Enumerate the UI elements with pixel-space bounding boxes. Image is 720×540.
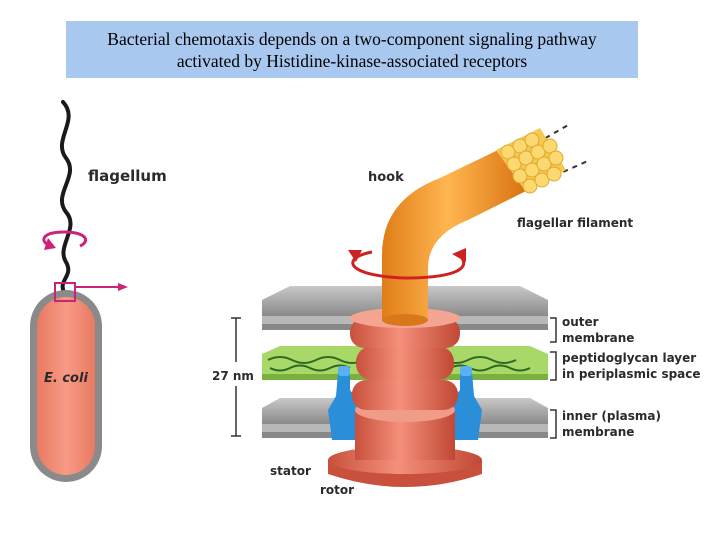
outer-membrane-label-2: membrane — [562, 331, 634, 345]
inner-membrane-label-1: inner (plasma) — [562, 409, 661, 423]
hook-label: hook — [368, 170, 404, 185]
stator-label: stator — [270, 464, 311, 478]
hook-rotation-arrow — [348, 248, 466, 280]
scale-bar — [231, 317, 241, 437]
motor-highlight-box — [54, 282, 76, 302]
scale-label: 27 nm — [212, 369, 254, 383]
rotor-label: rotor — [320, 483, 354, 497]
rotor — [328, 308, 482, 487]
label-brackets — [550, 317, 557, 439]
flagellar-filament — [496, 128, 566, 194]
inner-membrane-label-2: membrane — [562, 425, 634, 439]
ecoli-cell-group — [30, 100, 128, 482]
filament-dashed-top — [527, 123, 571, 149]
pointer-arrow-head — [118, 283, 128, 291]
flagellum-rotation-arrow — [42, 230, 87, 250]
filament-dashed-bottom — [544, 159, 591, 181]
peptidoglycan-label-2: in periplasmic space — [562, 367, 701, 381]
motor-group — [231, 123, 591, 487]
title-line-1: Bacterial chemotaxis depends on a two-co… — [107, 28, 597, 49]
cell-body — [37, 297, 95, 475]
stator-units — [328, 366, 482, 440]
flagellum-line — [59, 100, 73, 294]
title-line-2: activated by Histidine-kinase-associated… — [176, 50, 528, 71]
flagellum-label: flagellum — [88, 167, 167, 185]
outer-membrane-label-1: outer — [562, 315, 599, 329]
ecoli-label: E. coli — [44, 371, 88, 386]
flagellar-filament-label: flagellar filament — [517, 216, 633, 230]
peptidoglycan-label-1: peptidoglycan layer — [562, 351, 696, 365]
title-box: Bacterial chemotaxis depends on a two-co… — [66, 21, 638, 78]
